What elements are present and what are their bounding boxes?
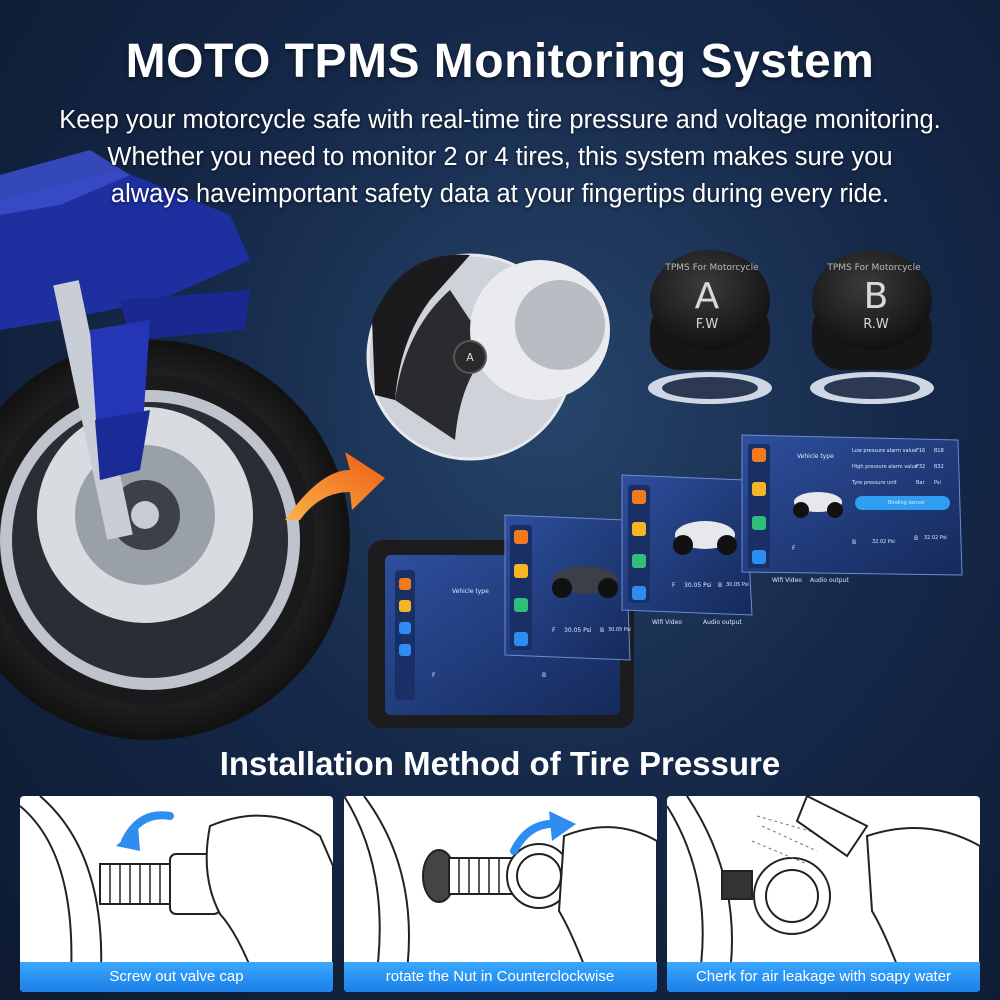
card3-high-f: F32 (916, 464, 926, 470)
card3-high-b: B32 (934, 464, 944, 470)
card3-b-label-2: B (914, 535, 919, 542)
subtitle-line-2: Whether you need to monitor 2 or 4 tires… (107, 143, 893, 171)
card3-f-value: 32.02 Psi (872, 539, 895, 545)
page-subtitle: Keep your motorcycle safe with real-time… (0, 102, 1000, 213)
card2-f-label: F (672, 582, 676, 589)
main-screen-vehicle-label: Vehicle type (452, 588, 489, 595)
page-title: MOTO TPMS Monitoring System (125, 35, 875, 88)
card3-unit-psi: Psi (934, 480, 941, 486)
subtitle-line-3: always haveimportant safety data at your… (110, 180, 890, 208)
card3-low-f: F16 (916, 448, 926, 454)
card1-menu-a: Wifi Video (652, 619, 682, 626)
card3-low-alarm: Low pressure alarm value (852, 448, 917, 454)
step-3-caption: Cherk for air leakage with soapy water (667, 962, 980, 992)
subtitle-line-1: Keep your motorcycle safe with real-time… (59, 106, 941, 134)
sensor-rear-ring-text: TPMS For Motorcycle (826, 263, 921, 273)
card2-menu-a: Wifi Video (772, 577, 802, 584)
card2-menu-b: Audio output (810, 577, 849, 584)
motorcycle-image (0, 150, 350, 740)
installation-steps: Screw out valve cap rotate the Nut in Co… (20, 796, 980, 992)
card3-unit-bar: Bar (916, 480, 925, 486)
card1-b-label: B (600, 627, 605, 634)
sensor-rear-letter: B (864, 276, 889, 317)
card3-b-label: B (852, 539, 857, 546)
card3-low-b: B18 (934, 448, 944, 454)
hero-illustration: A A F.W TPMS For Motorcycle B R.W TPMS F… (0, 150, 963, 740)
card3-f-label: F (792, 545, 796, 552)
svg-text:A: A (466, 351, 474, 364)
main-screen-f-label: F (432, 672, 436, 679)
card1-f-label: F (552, 627, 556, 634)
screen-card-2 (621, 474, 753, 616)
sensor-front-ring-text: TPMS For Motorcycle (664, 263, 759, 273)
step-3-illustration (667, 796, 980, 992)
step-2-illustration (343, 796, 657, 992)
sensor-front-letter: A (695, 276, 720, 317)
card3-b-value: 32.02 Psi (924, 535, 947, 541)
card2-b-label: B (718, 582, 723, 589)
card3-vehicle-label: Vehicle type (797, 453, 834, 460)
step-1-illustration (20, 796, 333, 992)
step-2-caption: rotate the Nut in Counterclockwise (343, 962, 657, 992)
sensor-rear: B R.W TPMS For Motorcycle (810, 250, 934, 404)
main-screen-b-label: B (542, 672, 547, 679)
card3-binding-button: Binding sensor (888, 500, 926, 506)
screen-card-1 (504, 514, 631, 661)
sensor-zoom-circle: A (366, 253, 610, 461)
sensor-front: A F.W TPMS For Motorcycle (648, 250, 772, 404)
card2-b-value: 30.05 Psi (726, 582, 749, 588)
card1-b-value: 30.05 Psi (608, 627, 631, 633)
card1-f-value: 30.05 Psi (564, 627, 592, 634)
installation-step-2: rotate the Nut in Counterclockwise (343, 796, 657, 992)
sensor-rear-code: R.W (863, 317, 889, 332)
screen-card-3 (741, 434, 963, 576)
installation-title: Installation Method of Tire Pressure (219, 745, 781, 782)
sensor-front-code: F.W (696, 317, 719, 332)
pointer-arrow (285, 452, 385, 520)
installation-step-1: Screw out valve cap (20, 796, 333, 992)
card1-menu-b: Audio output (703, 619, 742, 626)
installation-step-3: Cherk for air leakage with soapy water (667, 796, 980, 992)
card3-unit-label: Tyre pressure unit (852, 480, 897, 486)
card2-f-value: 30.05 Psi (684, 582, 712, 589)
card3-high-alarm: High pressure alarm value (852, 464, 918, 470)
step-1-caption: Screw out valve cap (20, 962, 333, 992)
